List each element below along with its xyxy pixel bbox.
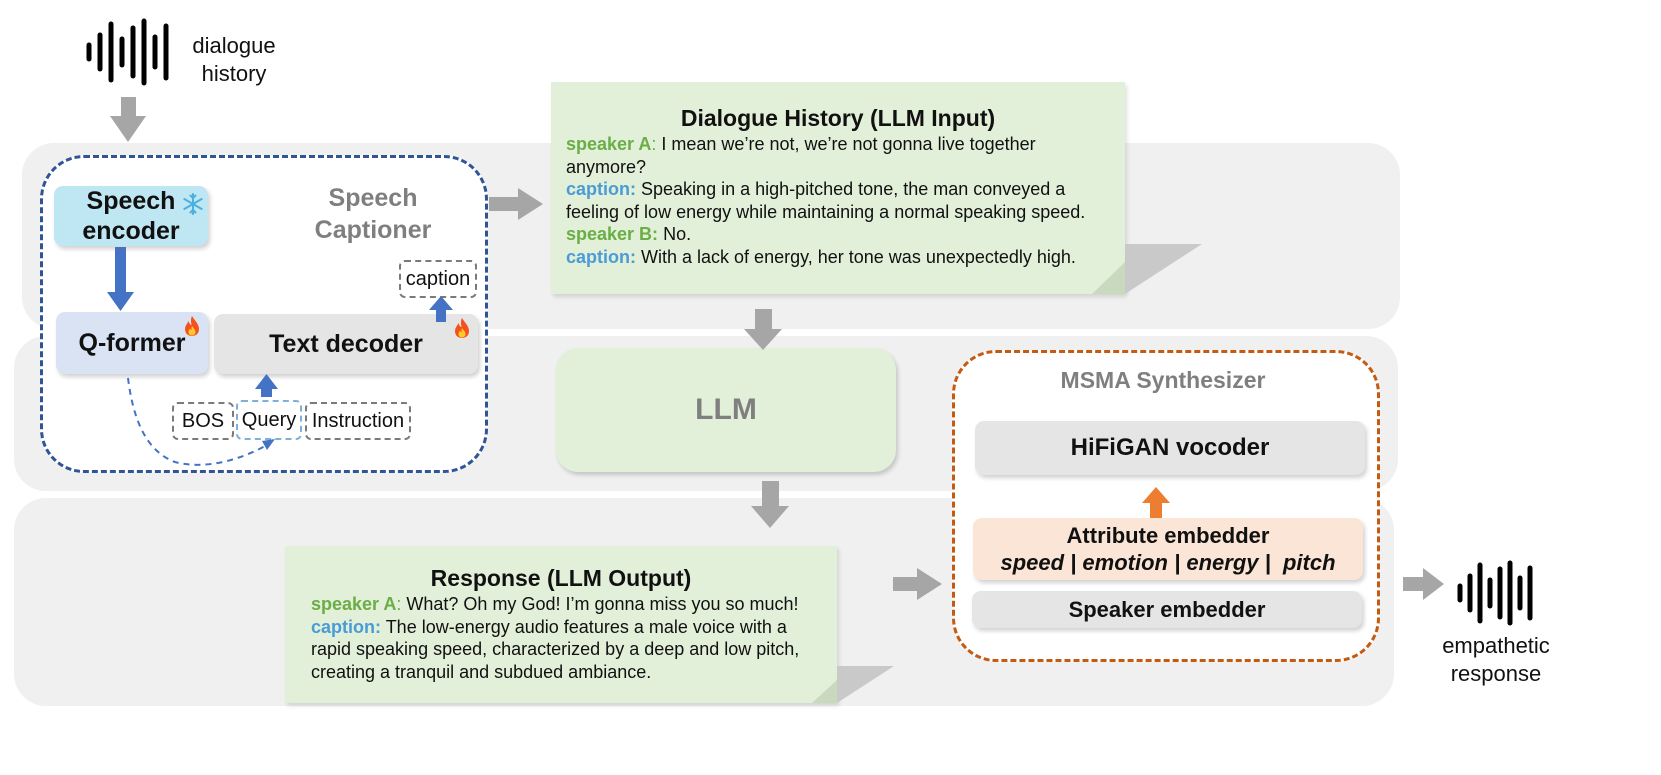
- down-arrow: [110, 97, 146, 142]
- caption-tag: caption:: [566, 179, 636, 199]
- caption-token: caption: [399, 260, 477, 298]
- hifigan-vocoder-label: HiFiGAN vocoder: [1070, 434, 1270, 461]
- instruction-token: Instruction: [305, 402, 411, 440]
- query-token: Query: [236, 400, 302, 440]
- note-line: anymore?: [566, 156, 1125, 179]
- bos-token: BOS: [172, 402, 234, 440]
- note-line: speaker A: What? Oh my God! I’m gonna mi…: [311, 593, 837, 616]
- line-text: Speaking in a high-pitched tone, the man…: [641, 179, 1066, 199]
- msma-synthesizer-title: MSMA Synthesizer: [1060, 367, 1266, 393]
- right-arrow: [489, 188, 543, 220]
- attribute-list: speed | emotion | energy | pitch: [1000, 550, 1336, 575]
- line-text: I mean we’re not, we’re not gonna live t…: [661, 134, 1036, 154]
- query-flow-arrow: [127, 377, 268, 466]
- fire-icon: [455, 318, 469, 338]
- llm-label: LLM: [695, 393, 757, 426]
- up-arrow: [429, 296, 453, 322]
- right-arrow: [1403, 568, 1444, 600]
- note-line: caption: Speaking in a high-pitched tone…: [566, 178, 1125, 201]
- down-arrow: [751, 481, 789, 528]
- qformer-label: Q-former: [78, 328, 186, 357]
- llm-input-lines: speaker A: I mean we’re not, we’re not g…: [551, 133, 1125, 268]
- speech-captioner-title: Speech Captioner: [314, 184, 432, 244]
- line-text: What? Oh my God! I’m gonna miss you so m…: [406, 594, 799, 614]
- line-text: rapid speaking speed, characterized by a…: [311, 639, 800, 659]
- llm-output-title: Response (LLM Output): [430, 565, 692, 591]
- note-line: speaker A: I mean we’re not, we’re not g…: [566, 133, 1125, 156]
- dialogue-history-label: dialogue history: [192, 33, 276, 86]
- note-line: feeling of low energy while maintaining …: [566, 201, 1125, 224]
- line-text: anymore?: [566, 156, 647, 177]
- speaker-tag: speaker A: [566, 134, 652, 154]
- speaker-tag: speaker A: [311, 594, 397, 614]
- note-fold: [837, 666, 894, 703]
- right-arrow: [893, 568, 942, 600]
- llm-input-note: Dialogue History (LLM Input) speaker A: …: [551, 82, 1125, 294]
- waveform-icon: [1457, 560, 1533, 626]
- note-line: caption: With a lack of energy, her tone…: [566, 246, 1125, 269]
- down-arrow: [744, 309, 782, 350]
- llm-output-note: Response (LLM Output) speaker A: What? O…: [285, 546, 837, 703]
- note-fold: [1125, 244, 1202, 294]
- speech-encoder: Speech encoder: [54, 186, 208, 246]
- llm-input-title: Dialogue History (LLM Input): [680, 105, 996, 131]
- note-line: rapid speaking speed, characterized by a…: [311, 638, 837, 661]
- down-arrow: [107, 247, 134, 311]
- llm-box: LLM: [556, 348, 896, 472]
- text-decoder-label: Text decoder: [269, 329, 423, 358]
- line-text: feeling of low energy while maintaining …: [566, 201, 1086, 222]
- qformer: Q-former: [56, 312, 208, 374]
- line-text: No.: [663, 224, 692, 244]
- fire-icon: [185, 316, 199, 336]
- waveform-icon: [86, 18, 169, 86]
- attribute-embedder-label: Attribute embedder: [1066, 523, 1270, 548]
- note-fold: [1092, 262, 1125, 294]
- note-line: caption: The low-energy audio features a…: [311, 616, 837, 639]
- tag-separator: :: [396, 594, 407, 614]
- note-fold: [812, 680, 837, 703]
- caption-tag: caption:: [311, 616, 381, 637]
- note-line: creating a tranquil and subdued ambiance…: [311, 661, 837, 684]
- llm-output-lines: speaker A: What? Oh my God! I’m gonna mi…: [285, 593, 837, 683]
- up-arrow: [255, 374, 278, 397]
- hifigan-vocoder: HiFiGAN vocoder: [975, 421, 1365, 475]
- up-arrow: [1142, 487, 1170, 518]
- speaker-embedder: Speaker embedder: [972, 591, 1362, 628]
- attribute-embedder: Attribute embedder speed | emotion | ene…: [973, 518, 1363, 580]
- speaker-embedder-label: Speaker embedder: [1068, 596, 1266, 622]
- line-text: With a lack of energy, her tone was unex…: [641, 246, 1076, 267]
- arrow-head: [262, 439, 275, 450]
- snowflake-icon: [183, 193, 203, 215]
- text-decoder: Text decoder: [214, 314, 478, 374]
- caption-tag: caption:: [566, 246, 636, 267]
- line-text: creating a tranquil and subdued ambiance…: [311, 661, 652, 682]
- note-line: speaker B: No.: [566, 223, 1125, 246]
- line-text: The low-energy audio features a male voi…: [385, 616, 787, 637]
- speaker-tag: speaker B:: [566, 224, 659, 244]
- speech-encoder-label: Speech encoder: [82, 187, 180, 245]
- empathetic-response-label: empathetic response: [1442, 633, 1550, 686]
- tag-separator: :: [651, 134, 662, 154]
